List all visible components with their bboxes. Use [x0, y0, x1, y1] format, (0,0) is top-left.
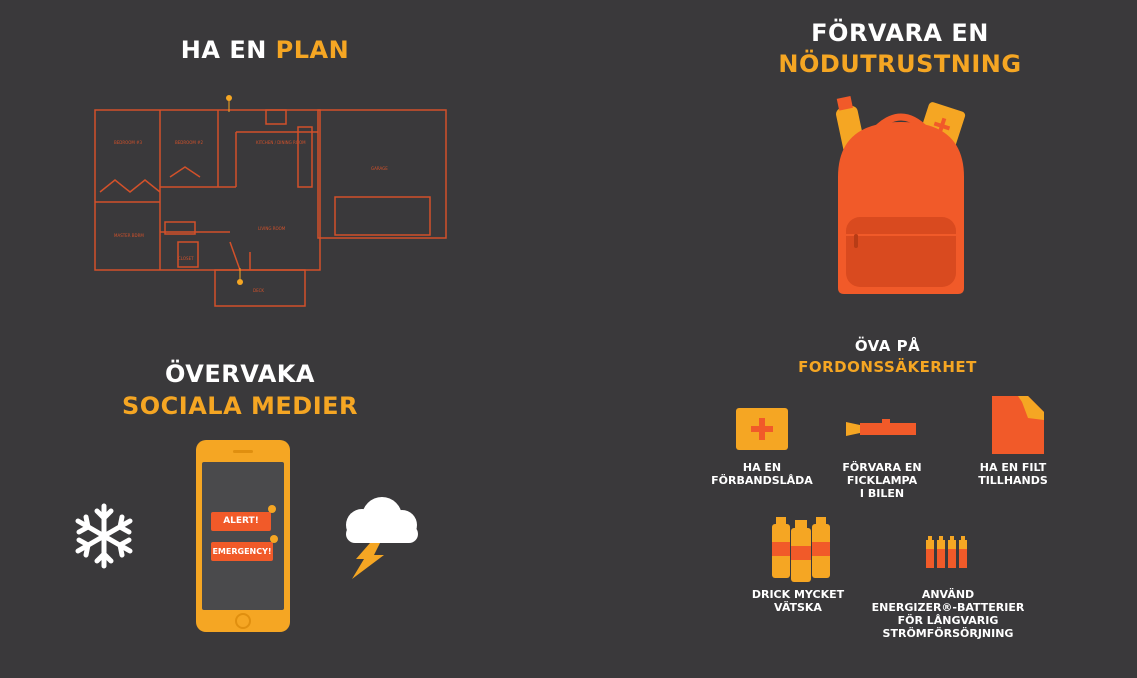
- plan-title: HA EN PLAN: [130, 36, 400, 64]
- vehicle-title-line2: FORDONSSÄKERHET: [798, 358, 977, 376]
- room-master: MASTER BDRM: [114, 233, 144, 238]
- alert-dot-1: [268, 505, 276, 513]
- room-deck: DECK: [253, 288, 264, 293]
- room-bedroom3: BEDROOM #3: [114, 140, 143, 145]
- kit-title-line1: FÖRVARA EN: [811, 19, 989, 47]
- room-closet: CLOSET: [178, 256, 194, 261]
- vehicle-title: ÖVA PÅ FORDONSSÄKERHET: [770, 336, 1005, 378]
- vehicle-title-line1: ÖVA PÅ: [854, 337, 921, 355]
- label-firstaid: HA EN FÖRBANDSLÅDA: [711, 461, 813, 487]
- social-title: ÖVERVAKA SOCIALA MEDIER: [100, 358, 380, 422]
- social-title-line2: SOCIALA MEDIER: [121, 392, 359, 420]
- phone-icon: [196, 440, 290, 632]
- alert-text: ALERT!: [223, 516, 259, 526]
- water-bottles-icon: [772, 517, 830, 582]
- plan-title-white: HA EN: [180, 36, 276, 64]
- alert-dot-2: [270, 535, 278, 543]
- blanket-icon: [992, 396, 1044, 454]
- plan-title-orange: PLAN: [275, 36, 350, 64]
- kit-title-line2: NÖDUTRUSTNING: [778, 50, 1022, 78]
- first-aid-kit-icon: [736, 408, 788, 450]
- kit-title: FÖRVARA EN NÖDUTRUSTNING: [760, 18, 1040, 80]
- alert-badge: ALERT!: [211, 512, 271, 531]
- label-blanket: HA EN FILT TILLHANDS: [978, 461, 1048, 487]
- emergency-badge: EMERGENCY!: [211, 542, 273, 561]
- label-flashlight: FÖRVARA EN FICKLAMPA I BILEN: [842, 461, 922, 500]
- social-title-line1: ÖVERVAKA: [165, 360, 315, 388]
- room-living: LIVING ROOM: [258, 226, 286, 231]
- flashlight-icon: [846, 419, 916, 436]
- room-garage: GARAGE: [371, 166, 388, 171]
- emergency-text: EMERGENCY!: [212, 547, 272, 556]
- room-bedroom2: BEDROOM #2: [175, 140, 204, 145]
- storm-cloud-icon: [346, 497, 418, 579]
- snowflake-icon: [75, 503, 133, 569]
- label-water: DRICK MYCKET VÄTSKA: [751, 588, 845, 614]
- room-kitchen: KITCHEN / DINING ROOM: [256, 140, 306, 145]
- floor-plan-image: BEDROOM #3 BEDROOM #2 KITCHEN / DINING R…: [94, 95, 447, 307]
- backpack-icon: [836, 95, 966, 294]
- batteries-icon: [926, 536, 967, 568]
- label-batteries: ANVÄND ENERGIZER®-BATTERIER FÖR LÅNGVARI…: [871, 588, 1025, 640]
